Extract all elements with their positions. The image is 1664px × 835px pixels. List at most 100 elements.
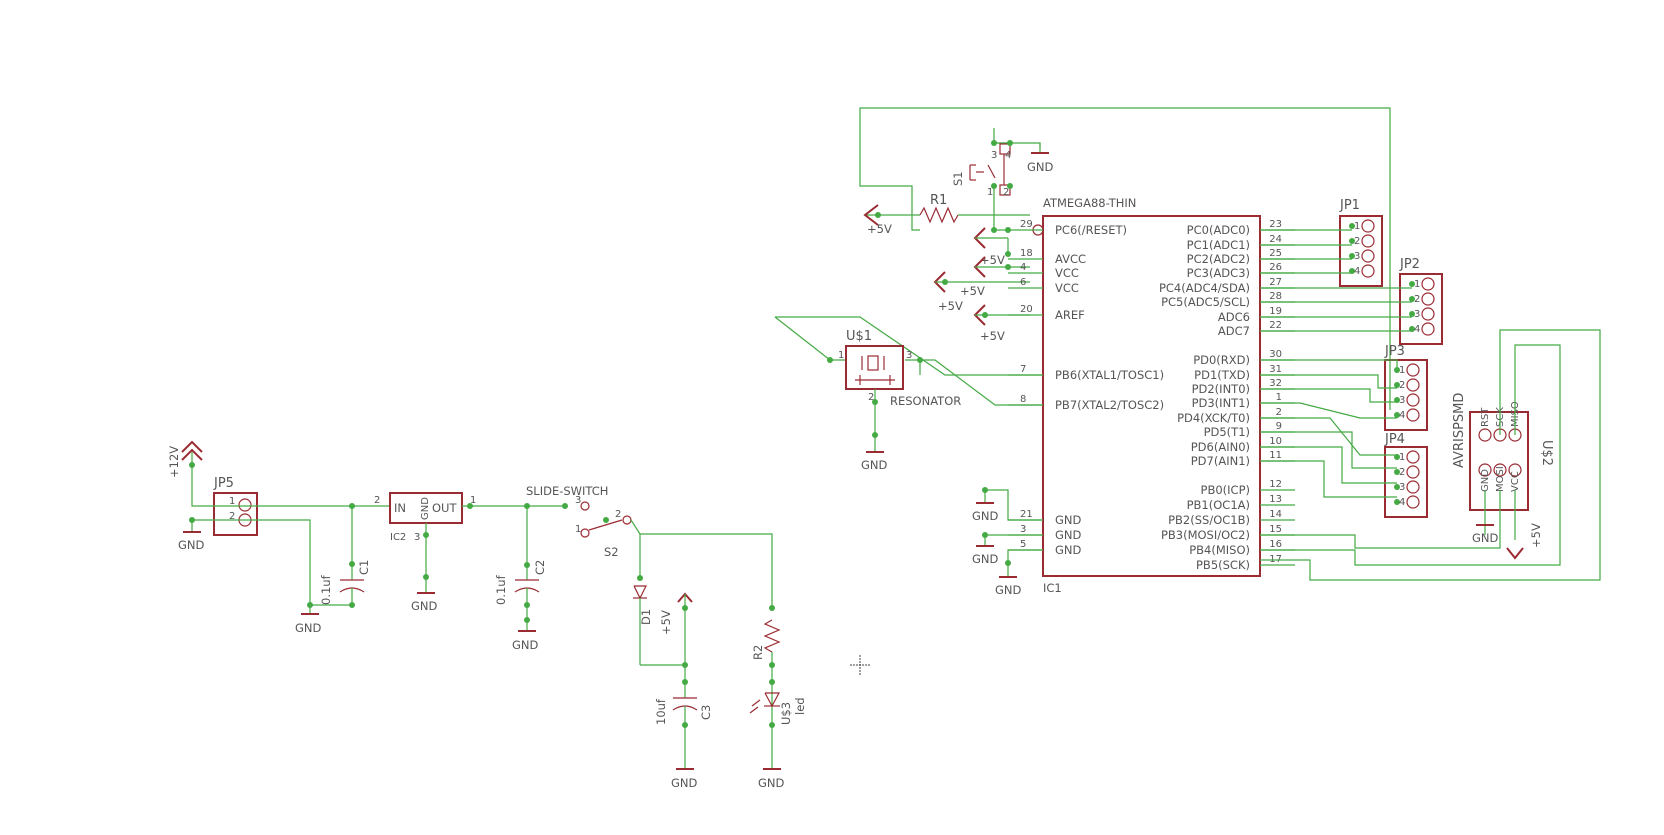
s2-pin2: 2 <box>615 509 621 520</box>
header-pin-number: 2 <box>1399 467 1405 478</box>
gnd-s1: GND <box>1027 143 1054 174</box>
ic1-right-pin-number: 24 <box>1269 234 1282 245</box>
c3-value: 10uf <box>654 698 668 725</box>
ic1-left-pin-number: 8 <box>1020 394 1026 405</box>
ic1-right-pin-number: 32 <box>1269 378 1282 389</box>
ic1-left-pin-number: 6 <box>1020 277 1026 288</box>
jp5-pin2: 2 <box>229 511 235 522</box>
ic1-right-pin-number: 9 <box>1276 421 1282 432</box>
s2-pin3: 3 <box>575 495 581 506</box>
ic1-right-pin-number: 25 <box>1269 248 1282 259</box>
ic1-right-pin-name: ADC7 <box>1218 324 1250 338</box>
ic1-left-pin-number: 7 <box>1020 364 1026 375</box>
ic2-regulator[interactable]: IN GND OUT IC2 2 1 3 GND <box>374 492 565 613</box>
ic1-right-pin-number: 10 <box>1269 436 1282 447</box>
gnd-label: GND <box>972 552 999 566</box>
r2-ref: R2 <box>751 645 765 660</box>
c2-capacitor: GND C2 0.1uf <box>494 503 547 652</box>
ic1-left-pin-number: 20 <box>1020 304 1033 315</box>
header-pin-number: 1 <box>1399 452 1405 463</box>
header-junction <box>1349 253 1355 259</box>
plus12v-supply: +12V GND GND <box>167 440 390 635</box>
ic1-right-pin-name: PD2(INT0) <box>1192 382 1250 396</box>
plus5v-label: +5V <box>980 253 1005 267</box>
ic1-right-pin-name: PC3(ADC3) <box>1187 266 1250 280</box>
jp5-label: JP5 <box>213 476 234 491</box>
ic1-left-pin-name: PB6(XTAL1/TOSC1) <box>1055 368 1164 382</box>
plus12v-label: +12V <box>167 446 181 478</box>
ic1-right-pin-name: PC0(ADC0) <box>1187 223 1250 237</box>
s1-pin2: 2 <box>1003 187 1009 198</box>
header-pin <box>1361 219 1375 233</box>
jp5-header[interactable]: 1 2 JP5 <box>213 476 258 536</box>
header-wires <box>1260 229 1412 498</box>
header-pin <box>1406 408 1420 422</box>
gnd-label: GND <box>861 458 888 472</box>
header-pin <box>1406 378 1420 392</box>
header-pin-number: 1 <box>1399 365 1405 376</box>
header-pin <box>1406 465 1420 479</box>
gnd-label: GND <box>995 583 1022 597</box>
r1-label: R1 <box>930 193 947 208</box>
gnd-label: GND <box>972 509 999 523</box>
header-pin-number: 2 <box>1399 380 1405 391</box>
r2-led: GND R2 U$3 led <box>749 605 807 790</box>
header-pin-number: 3 <box>1399 395 1405 406</box>
u2-name: AVRISPSMD <box>1452 393 1467 468</box>
ic1-right-pin-name: PD4(XCK/T0) <box>1177 411 1250 425</box>
gnd-label: GND <box>671 776 698 790</box>
ic1-right-pin-name: PC4(ADC4/SDA) <box>1159 281 1250 295</box>
s1-switch: 3 4 1 2 S1 <box>951 140 1013 198</box>
plus5v-label: +5V <box>659 610 673 635</box>
ic1-left-pin-number: 3 <box>1020 524 1026 535</box>
s2-slide-switch[interactable]: SLIDE-SWITCH 3 1 2 S2 <box>526 484 773 610</box>
ic1-right-pin-number: 28 <box>1269 291 1282 302</box>
avrisp-pin <box>1508 463 1522 477</box>
avrisp-pin-label: MOSI <box>1495 466 1506 492</box>
ic1-left-pin-number: 4 <box>1020 262 1026 273</box>
ic1-right-pin-name: PC2(ADC2) <box>1187 252 1250 266</box>
c1-capacitor: C1 0.1uf <box>319 503 371 608</box>
ic1-right-pin-number: 15 <box>1269 524 1282 535</box>
c3-ref: C3 <box>699 705 713 720</box>
ic1-left-pin-name: VCC <box>1055 266 1079 280</box>
gnd-label: GND <box>1472 531 1499 545</box>
d1-ref: D1 <box>639 609 653 625</box>
header-pin-number: 1 <box>1354 221 1360 232</box>
u1-resonator[interactable]: GND U$1 RESONATOR 1 3 2 <box>774 316 1043 472</box>
s1-pin3: 3 <box>991 150 997 161</box>
header-pin-number: 3 <box>1354 251 1360 262</box>
ic1-right-pin-number: 23 <box>1269 219 1282 230</box>
u1-pin3: 3 <box>906 350 912 361</box>
ic1-left-pin-number: 5 <box>1020 539 1026 550</box>
gnd-label: GND <box>295 621 322 635</box>
header-pin <box>1406 495 1420 509</box>
gnd-label: GND <box>758 776 785 790</box>
gnd-label: GND <box>411 599 438 613</box>
header-junction <box>1409 296 1415 302</box>
ic1-right-pin-number: 12 <box>1269 479 1282 490</box>
d1-diode: D1 <box>633 575 685 666</box>
ic1-left-pin-name: GND <box>1055 528 1082 542</box>
header-junction <box>1409 281 1415 287</box>
ic2-ref: IC2 <box>390 532 406 543</box>
header-pin <box>1361 264 1375 278</box>
u1-pin1: 1 <box>838 350 844 361</box>
ic2-out: OUT <box>432 501 457 515</box>
header-junction <box>1394 412 1400 418</box>
ic1-right-pin-number: 11 <box>1269 450 1282 461</box>
ic1-left-pin-name: PC6(/RESET) <box>1055 223 1127 237</box>
ic1-left-pin-number: 18 <box>1020 248 1033 259</box>
header-junction <box>1394 484 1400 490</box>
ic1-right-pin-number: 31 <box>1269 364 1282 375</box>
u1-pin2: 2 <box>868 392 874 403</box>
ic1-right-pin-name: PD6(AIN0) <box>1191 440 1250 454</box>
header-pin <box>1421 277 1435 291</box>
